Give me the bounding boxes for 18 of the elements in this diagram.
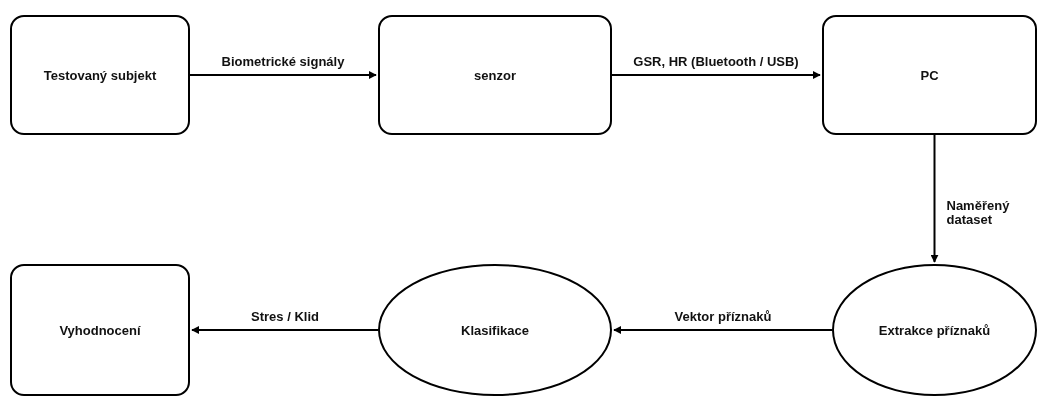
process-box bbox=[10, 15, 190, 135]
arrow bbox=[930, 134, 939, 263]
process-box bbox=[822, 15, 1037, 135]
edge-label: Vektor příznaků bbox=[672, 309, 774, 325]
node-label: senzor bbox=[473, 67, 517, 83]
node-label: Testovaný subjekt bbox=[42, 67, 158, 83]
arrow bbox=[191, 326, 379, 334]
node-label: Klasifikace bbox=[460, 322, 530, 338]
process-box bbox=[378, 15, 612, 135]
node-label: Vyhodnocení bbox=[58, 322, 142, 338]
arrow bbox=[613, 326, 833, 334]
edge-label: Biometrické signály bbox=[219, 54, 347, 70]
arrow bbox=[189, 71, 377, 79]
node-label: PC bbox=[919, 67, 940, 83]
node-label: Extrakce příznaků bbox=[877, 322, 992, 338]
process-box bbox=[10, 264, 190, 396]
arrow bbox=[611, 71, 821, 79]
edge-label: GSR, HR (Bluetooth / USB) bbox=[631, 54, 801, 70]
